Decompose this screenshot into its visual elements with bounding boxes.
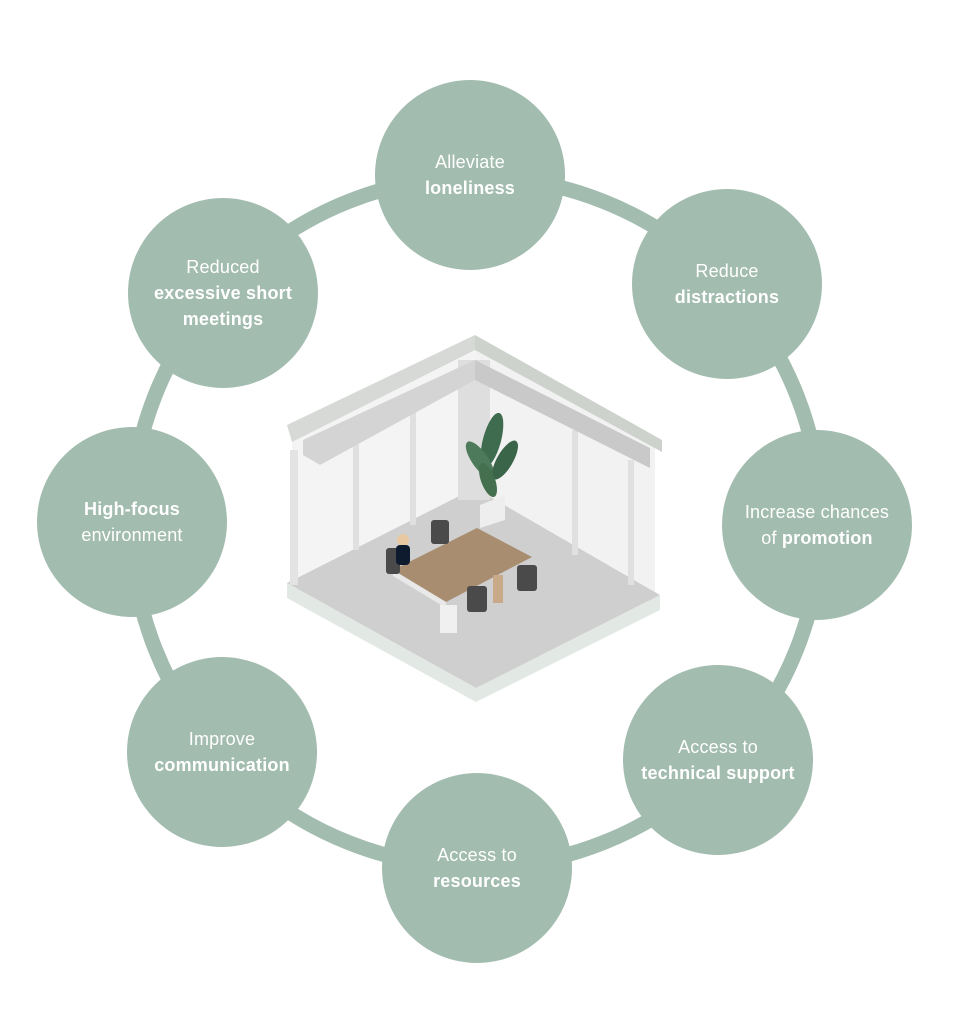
node-label-reduce-distractions: Reduce distractions <box>632 258 822 310</box>
label-bold-text: promotion <box>781 528 873 548</box>
label-line: Improve <box>127 726 317 752</box>
label-bold-text: communication <box>154 755 290 775</box>
node-circle-improve-communication <box>127 657 317 847</box>
label-text: Improve <box>188 729 256 749</box>
label-text: of <box>761 528 782 548</box>
label-line: Reduce <box>632 258 822 284</box>
label-bold-text: technical support <box>641 763 795 783</box>
label-line: loneliness <box>375 175 565 201</box>
label-text: Access to <box>437 845 517 865</box>
node-circle-alleviate-loneliness <box>375 80 565 270</box>
label-bold-text: excessive short <box>153 283 293 303</box>
node-circle-access-to-resources <box>382 773 572 963</box>
node-label-alleviate-loneliness: Alleviate loneliness <box>375 149 565 201</box>
node-label-increase-chances-of-promotion: Increase chances of promotion <box>722 499 912 551</box>
label-line: Access to <box>382 842 572 868</box>
label-text: Reduced <box>186 257 260 277</box>
label-text: Access to <box>678 737 758 757</box>
node-label-high-focus-environment: High-focus environment <box>37 496 227 548</box>
label-text: Increase chances <box>744 502 890 522</box>
node-circle-high-focus-environment <box>37 427 227 617</box>
label-line: High-focus <box>37 496 227 522</box>
label-line: Increase chances <box>722 499 912 525</box>
label-line: resources <box>382 868 572 894</box>
node-circle-increase-chances-of-promotion <box>722 430 912 620</box>
label-line: communication <box>127 752 317 778</box>
label-bold-text: resources <box>433 871 521 891</box>
label-line: environment <box>37 522 227 548</box>
label-bold-text: meetings <box>182 309 264 329</box>
node-label-access-to-resources: Access to resources <box>382 842 572 894</box>
label-text: Alleviate <box>435 152 505 172</box>
label-line: Alleviate <box>375 149 565 175</box>
node-label-improve-communication: Improve communication <box>127 726 317 778</box>
label-line: technical support <box>623 760 813 786</box>
label-line: distractions <box>632 284 822 310</box>
label-line: meetings <box>128 306 318 332</box>
node-circle-access-to-technical-support <box>623 665 813 855</box>
label-bold-text: loneliness <box>424 178 516 198</box>
node-circle-reduce-distractions <box>632 189 822 379</box>
label-bold-text: High-focus <box>84 499 180 519</box>
meeting-room-illustration <box>287 335 662 702</box>
label-line: excessive short <box>128 280 318 306</box>
label-text: Reduce <box>695 261 759 281</box>
label-line: of promotion <box>722 525 912 551</box>
node-label-reduced-excessive-short-meetings: Reduced excessive short meetings <box>128 254 318 332</box>
node-label-access-to-technical-support: Access to technical support <box>623 734 813 786</box>
label-bold-text: distractions <box>674 287 780 307</box>
label-line: Access to <box>623 734 813 760</box>
node-circle-reduced-excessive-short-meetings <box>128 198 318 388</box>
label-text: environment <box>81 525 183 545</box>
label-line: Reduced <box>128 254 318 280</box>
